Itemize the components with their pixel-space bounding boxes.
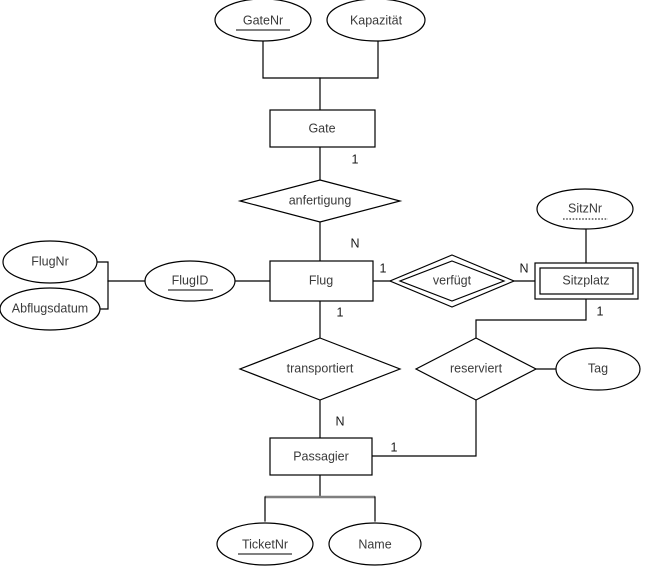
relationship-verfuegt-label: verfügt xyxy=(433,273,472,287)
attribute-tag-label: Tag xyxy=(588,361,608,375)
attribute-ticketnr[interactable]: TicketNr xyxy=(216,522,314,566)
entity-flug[interactable]: Flug xyxy=(269,260,374,302)
cardinality-gate-anfertigung: 1 xyxy=(352,152,359,166)
cardinality-verfuegt-sitzplatz: N xyxy=(519,261,528,275)
cardinality-passagier-reserviert: 1 xyxy=(391,440,398,454)
attribute-name[interactable]: Name xyxy=(328,522,422,566)
attribute-gatenr[interactable]: GateNr xyxy=(214,0,312,42)
attribute-sitznr-label: SitzNr xyxy=(568,201,602,215)
cardinality-transportiert-passagier: N xyxy=(335,414,344,428)
attribute-flugnr[interactable]: FlugNr xyxy=(2,240,98,284)
connector-sitzplatz-to-reserviert xyxy=(475,298,587,339)
attribute-flugnr-label: FlugNr xyxy=(31,254,69,268)
attribute-flugid-label: FlugID xyxy=(172,273,209,287)
connector-gatenr-to-bracket xyxy=(262,41,379,111)
cardinality-anfertigung-flug: N xyxy=(350,236,359,250)
entity-gate-label: Gate xyxy=(308,121,335,135)
entity-passagier-label: Passagier xyxy=(293,449,349,463)
attribute-ticketnr-label: TicketNr xyxy=(242,537,288,551)
relationship-transportiert[interactable]: transportiert xyxy=(238,337,402,401)
connector-passagier-to-attributes xyxy=(264,474,376,522)
attribute-flugid[interactable]: FlugID xyxy=(144,260,236,302)
entity-passagier[interactable]: Passagier xyxy=(269,437,373,476)
attribute-gatenr-label: GateNr xyxy=(243,13,283,27)
connector-flugnr-bracket-to-flugid xyxy=(96,261,146,310)
relationship-verfuegt[interactable]: verfügt xyxy=(388,254,516,308)
cardinality-flug-transportiert: 1 xyxy=(337,305,344,319)
entity-sitzplatz-label: Sitzplatz xyxy=(562,273,609,287)
attribute-abflugsdatum-label: Abflugsdatum xyxy=(12,301,88,315)
relationship-transportiert-label: transportiert xyxy=(287,361,354,375)
attribute-name-label: Name xyxy=(358,537,391,551)
attribute-abflugsdatum[interactable]: Abflugsdatum xyxy=(0,287,101,331)
entity-gate[interactable]: Gate xyxy=(269,109,376,148)
cardinality-flug-verfuegt: 1 xyxy=(380,261,387,275)
connector-reserviert-to-passagier xyxy=(371,399,477,457)
cardinality-sitzplatz-reserviert: 1 xyxy=(597,304,604,318)
relationship-anfertigung[interactable]: anfertigung xyxy=(237,179,403,223)
attribute-tag[interactable]: Tag xyxy=(555,347,641,391)
relationship-reserviert-label: reserviert xyxy=(450,361,503,375)
attribute-kapazitaet[interactable]: Kapazität xyxy=(326,0,426,42)
entity-sitzplatz[interactable]: Sitzplatz xyxy=(534,262,639,300)
relationship-anfertigung-label: anfertigung xyxy=(289,193,352,207)
relationship-reserviert[interactable]: reserviert xyxy=(414,337,538,401)
attribute-kapazitaet-label: Kapazität xyxy=(350,13,403,27)
attribute-sitznr[interactable]: SitzNr xyxy=(536,188,634,230)
entity-flug-label: Flug xyxy=(309,273,333,287)
